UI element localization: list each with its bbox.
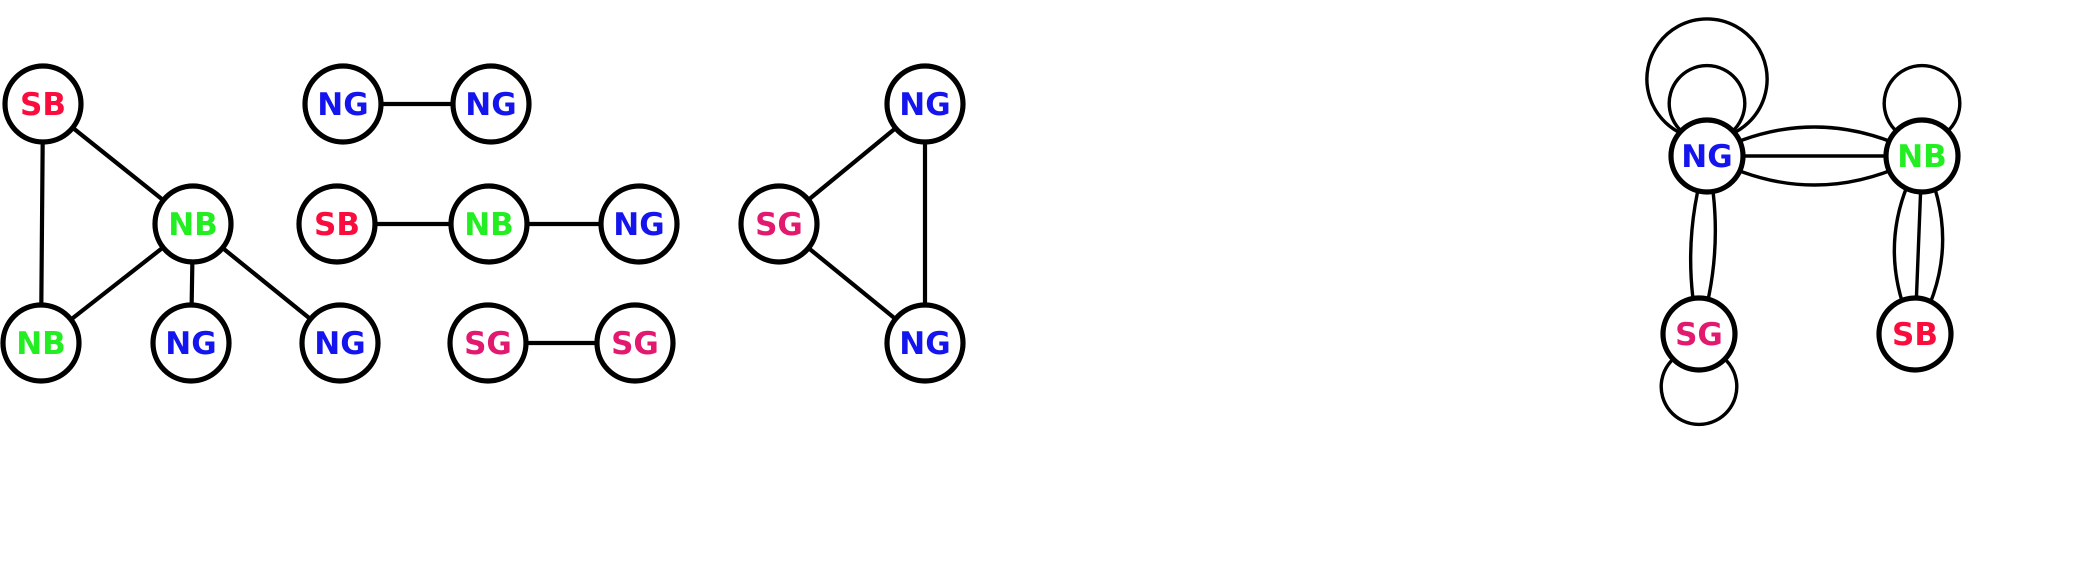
node-circle[interactable] bbox=[152, 183, 234, 265]
node-circle[interactable] bbox=[302, 63, 384, 145]
node-label: SB bbox=[314, 207, 360, 243]
node-ng[interactable]: NG bbox=[1668, 117, 1746, 195]
node-label: SB bbox=[1892, 317, 1938, 353]
node-circle[interactable] bbox=[2, 63, 84, 145]
node-ng[interactable]: NG bbox=[884, 302, 966, 384]
node-sb[interactable]: SB bbox=[296, 183, 378, 265]
node-label: NG bbox=[465, 87, 516, 123]
node-label: NG bbox=[613, 207, 664, 243]
node-circle[interactable] bbox=[884, 63, 966, 145]
node-label: NG bbox=[314, 326, 365, 362]
node-nb[interactable]: NB bbox=[448, 183, 530, 265]
node-label: SG bbox=[464, 326, 512, 362]
node-sg[interactable]: SG bbox=[738, 183, 820, 265]
node-circle[interactable] bbox=[884, 302, 966, 384]
node-circle[interactable] bbox=[448, 183, 530, 265]
node-sg[interactable]: SG bbox=[447, 302, 529, 384]
node-circle[interactable] bbox=[594, 302, 676, 384]
node-ng[interactable]: NG bbox=[302, 63, 384, 145]
node-circle[interactable] bbox=[598, 183, 680, 265]
node-label: NG bbox=[899, 87, 950, 123]
node-nb[interactable]: NB bbox=[152, 183, 234, 265]
node-label: NB bbox=[16, 326, 66, 362]
node-ng[interactable]: NG bbox=[299, 302, 381, 384]
node-label: SG bbox=[611, 326, 659, 362]
node-ng[interactable]: NG bbox=[884, 63, 966, 145]
node-label: NG bbox=[1681, 139, 1732, 175]
node-circle[interactable] bbox=[450, 63, 532, 145]
node-label: SG bbox=[755, 207, 803, 243]
self-loop-ng bbox=[1645, 17, 1769, 138]
node-circle[interactable] bbox=[447, 302, 529, 384]
node-layer: SB NB NB NG NG NG NG SB NB NG SG SG NG SG NG NG NB SG SB bbox=[0, 63, 1961, 384]
node-label: NB bbox=[464, 207, 514, 243]
self-loop-ng bbox=[1667, 63, 1747, 138]
node-circle[interactable] bbox=[296, 183, 378, 265]
node-circle[interactable] bbox=[738, 183, 820, 265]
node-circle[interactable] bbox=[1883, 117, 1961, 195]
node-sg[interactable]: SG bbox=[1660, 295, 1738, 373]
node-circle[interactable] bbox=[299, 302, 381, 384]
node-ng[interactable]: NG bbox=[150, 302, 232, 384]
node-label: NG bbox=[165, 326, 216, 362]
self-loop-nb bbox=[1882, 63, 1962, 138]
node-circle[interactable] bbox=[1876, 295, 1954, 373]
node-sb[interactable]: SB bbox=[2, 63, 84, 145]
node-label: NB bbox=[1897, 139, 1947, 175]
node-circle[interactable] bbox=[0, 302, 82, 384]
node-circle[interactable] bbox=[150, 302, 232, 384]
node-label: SB bbox=[20, 87, 66, 123]
node-circle[interactable] bbox=[1668, 117, 1746, 195]
node-ng[interactable]: NG bbox=[450, 63, 532, 145]
node-nb[interactable]: NB bbox=[0, 302, 82, 384]
node-sb[interactable]: SB bbox=[1876, 295, 1954, 373]
node-label: NG bbox=[317, 87, 368, 123]
node-label: NG bbox=[899, 326, 950, 362]
node-circle[interactable] bbox=[1660, 295, 1738, 373]
node-ng[interactable]: NG bbox=[598, 183, 680, 265]
node-sg[interactable]: SG bbox=[594, 302, 676, 384]
node-label: SG bbox=[1675, 317, 1723, 353]
node-label: NB bbox=[168, 207, 218, 243]
self-loop-sg bbox=[1659, 352, 1739, 427]
node-nb[interactable]: NB bbox=[1883, 117, 1961, 195]
